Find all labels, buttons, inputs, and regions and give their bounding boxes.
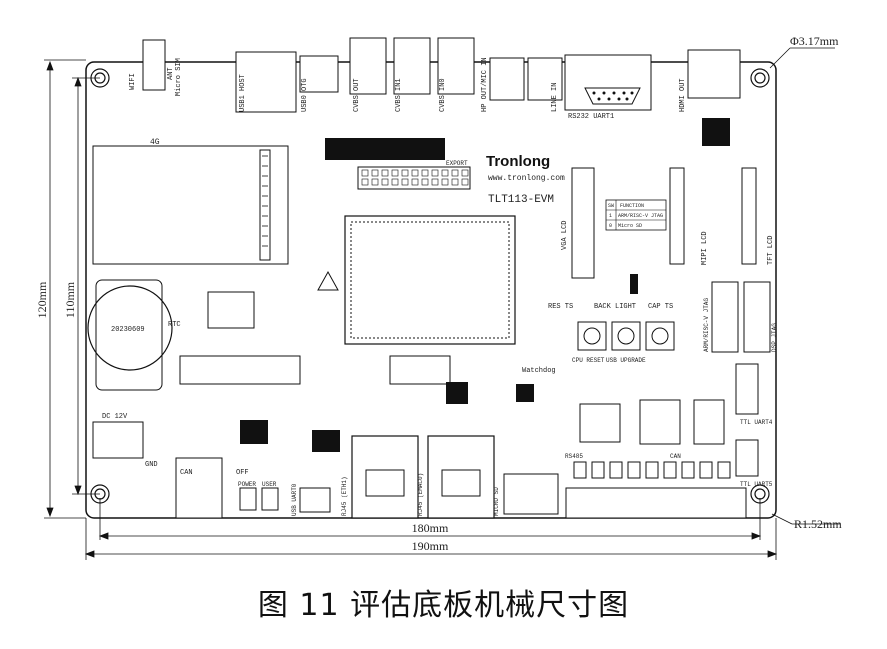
dsp-jtag-header [743, 281, 771, 353]
rs485-label: RS485 [565, 453, 583, 460]
board-mechanical-drawing: Φ3.17mm R1.52mm 120mm 110mm 180mm 190mm [35, 34, 842, 560]
expert-label: EXPORT [446, 160, 468, 167]
hole-diameter-label: Φ3.17mm [790, 34, 839, 48]
user-label: USER [262, 481, 277, 488]
svg-text:FUNCTION: FUNCTION [620, 203, 644, 209]
height-dimensions [44, 59, 100, 519]
svg-text:0: 0 [609, 223, 612, 229]
rj45-eth1-label: RJ45 (ETH1) [341, 476, 348, 516]
svg-text:Micro SD: Micro SD [618, 223, 642, 229]
back-light-label: BACK LIGHT [594, 303, 636, 311]
arm-jtag-label: ARM/RISC-V JTAG [703, 298, 710, 352]
micro-sim-label: Micro SIM [175, 58, 183, 96]
svg-text:SW: SW [608, 203, 614, 209]
rj45-eth0-connector [427, 435, 495, 519]
rj45-eth1-connector [351, 435, 419, 519]
board-name-label: TLT113-EVM [488, 194, 554, 206]
can-bus-label: CAN [670, 453, 681, 460]
micro-sd-slot [503, 473, 559, 515]
usb1-host-label: USB1 HOST [239, 74, 247, 112]
width-dimensions [84, 498, 778, 560]
rtc-battery [87, 285, 173, 371]
cvbs-in1-label: CVBS IN1 [395, 78, 403, 112]
figure-caption: 图 11 评估底板机械尺寸图 [257, 588, 630, 623]
mipi-lcd-label: MIPI LCD [701, 231, 709, 265]
rtc-label: RTC [168, 321, 181, 329]
power-label: POWER [238, 481, 256, 488]
hp-out-label: HP OUT/MIC IN [481, 57, 489, 112]
ttl-uart4-label: TTL UART4 [740, 419, 773, 426]
mounting-hole-top-right [750, 68, 770, 88]
4g-label: 4G [150, 138, 160, 147]
height-inner-label: 110mm [63, 281, 77, 318]
function-table: SW FUNCTION 1 ARM/RISC-V JTAG 0 Micro SD [605, 199, 667, 231]
cvbs-in1-connector [393, 37, 431, 95]
off-label: OFF [236, 469, 249, 477]
usb0-otg-label: USB0 OTG [301, 78, 309, 112]
cvbs-in0-label: CVBS IN0 [439, 78, 447, 112]
micro-sd-label: MICRO SD [493, 487, 500, 516]
ant-label: ANT [167, 67, 175, 80]
width-outer-label: 190mm [412, 539, 449, 553]
gnd-label: GND [145, 461, 158, 469]
usb1-host-connector [235, 51, 297, 113]
usb-upgrade-label: USB UPGRADE [606, 357, 646, 364]
hdmi-connector [687, 49, 741, 99]
rj45-eth0-label: RJ45 (EMAC0) [417, 473, 424, 516]
rs232-connector [564, 54, 652, 111]
main-soc [344, 215, 516, 345]
wifi-antenna-connector [142, 39, 166, 91]
cpu-reset-label: CPU RESET [572, 357, 605, 364]
dsp-jtag-label: DSP JTAG [771, 323, 778, 352]
line-in-connector [527, 57, 563, 101]
bottom-terminal-block [565, 487, 747, 519]
arm-riscv-jtag-header [711, 281, 739, 353]
mipi-lcd-connector [669, 167, 685, 265]
res-ts-label: RES TS [548, 303, 573, 311]
battery-date-label: 20230609 [111, 326, 145, 334]
cvbs-out-connector [349, 37, 387, 95]
usb-uart0-label: USB UART0 [291, 483, 298, 516]
hp-out-connector [489, 57, 525, 101]
vga-lcd-header [571, 167, 595, 279]
can-label: CAN [180, 469, 193, 477]
dc-jack [92, 421, 144, 459]
cvbs-out-label: CVBS OUT [353, 78, 361, 112]
width-inner-label: 180mm [412, 521, 449, 535]
corner-radius-label: R1.52mm [794, 517, 842, 531]
vga-lcd-label: VGA LCD [561, 221, 569, 250]
tft-lcd-connector [741, 167, 757, 265]
dc-12v-label: DC 12V [102, 413, 128, 421]
cvbs-in0-connector [437, 37, 475, 95]
module-4g [92, 145, 289, 265]
watchdog-label: Watchdog [522, 367, 556, 375]
expansion-header [357, 166, 471, 190]
can-terminal [175, 457, 223, 519]
hdmi-out-label: HDMI OUT [679, 78, 687, 112]
expansion-header-block [325, 138, 445, 160]
height-outer-label: 120mm [35, 281, 49, 318]
tft-lcd-label: TFT LCD [767, 236, 775, 265]
svg-text:ARM/RISC-V JTAG: ARM/RISC-V JTAG [618, 213, 663, 219]
cap-ts-label: CAP TS [648, 303, 673, 311]
ttl-uart5-label: TTL UART5 [740, 481, 773, 488]
line-in-label: LINE IN [551, 83, 559, 112]
svg-text:1: 1 [609, 213, 612, 219]
wifi-label: WIFI [129, 73, 137, 90]
rs232-label: RS232 UART1 [568, 113, 614, 121]
website-label: www.tronlong.com [488, 174, 565, 183]
usb0-otg-connector [299, 55, 339, 93]
tronlong-logo: Tronlong [486, 153, 550, 170]
